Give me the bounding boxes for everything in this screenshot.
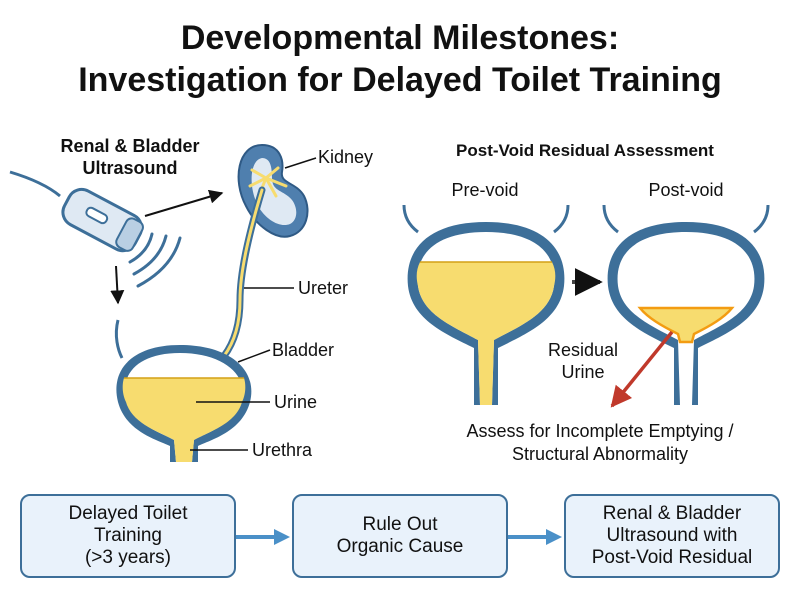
flow-step-ultrasound-pvr: Renal & Bladder Ultrasound with Post-Voi… [564,494,780,578]
flow-step-1-line-2: Training [94,525,162,546]
page-title-line-2: Investigation for Delayed Toilet Trainin… [78,61,722,99]
label-ureter: Ureter [298,278,348,298]
flow-step-3-line-1: Renal & Bladder [602,503,742,524]
label-urine: Urine [274,392,317,412]
post-void-label: Post-void [648,180,723,200]
probe-to-bladder-arrow [110,265,125,305]
flow-arrow-1 [236,529,290,545]
flow-step-3-line-2: Ultrasound with [606,525,738,546]
kidney-icon [237,143,309,238]
flow-step-3-line-3: Post-Void Residual [591,547,753,568]
probe-to-kidney-arrow [144,189,224,217]
pre-void-label: Pre-void [451,180,518,200]
label-bladder: Bladder [272,340,334,360]
assess-text-line-1: Assess for Incomplete Emptying / [466,421,733,441]
ultrasound-probe-icon [9,170,144,253]
bladder-icon [114,319,252,462]
flow-step-2-line-1: Rule Out [362,514,438,535]
flow-step-2-line-2: Organic Cause [336,536,464,557]
label-kidney: Kidney [318,147,373,167]
assess-text-line-2: Structural Abnormality [512,444,688,464]
flow-step-1-line-1: Delayed Toilet [68,503,188,524]
flow-step-delayed-toilet-training: Delayed Toilet Training (>3 years) [20,494,236,578]
flow-arrow-2 [508,529,562,545]
flow-step-rule-out-organic-cause: Rule Out Organic Cause [292,494,508,578]
flow-step-1-line-3: (>3 years) [84,547,172,568]
page-title-line-1: Developmental Milestones: [180,19,620,57]
label-urethra: Urethra [252,440,313,460]
ultrasound-heading-line-2: Ultrasound [82,158,177,178]
ultrasound-heading-line-1: Renal & Bladder [60,136,199,156]
sound-wave-icon [128,232,182,288]
pvr-heading: Post-Void Residual Assessment [456,141,714,160]
residual-label-line-2: Urine [561,362,604,382]
post-void-bladder-icon [602,204,770,405]
residual-label-line-1: Residual [548,340,618,360]
assess-red-arrow [610,330,674,408]
pre-void-bladder-icon [402,204,570,405]
